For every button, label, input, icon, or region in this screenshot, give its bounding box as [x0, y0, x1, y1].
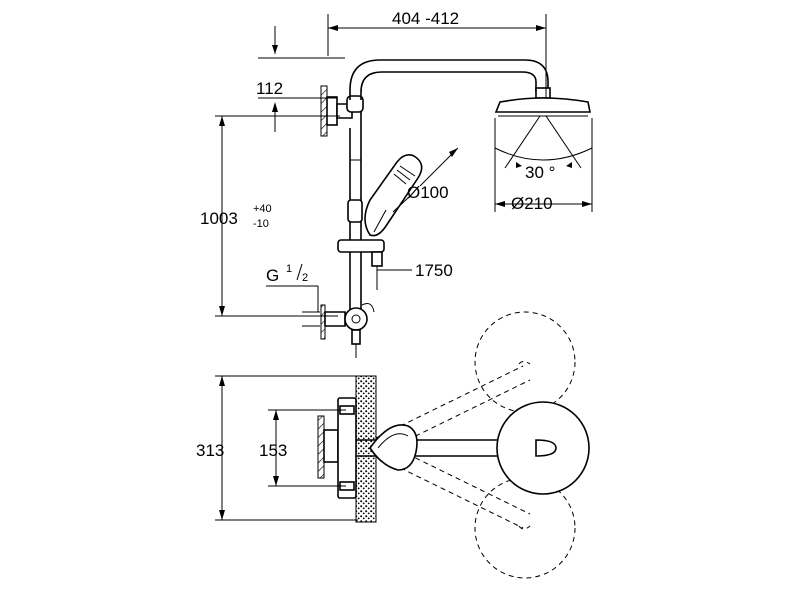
- height-label: 1003: [200, 209, 238, 228]
- riser-rail: [346, 95, 364, 316]
- thread-fraction-denominator: 2: [302, 272, 308, 284]
- overall-depth-label: 313: [196, 441, 224, 460]
- front-view: 404 -412 112 1003 +40 -10 G 1 2 1750 Ø10…: [200, 9, 593, 358]
- head-diameter-label: Ø210: [511, 194, 553, 213]
- shower-arm: [349, 59, 549, 100]
- hand-shower-top-detail: [377, 433, 409, 449]
- hand-shower-top: [369, 424, 418, 471]
- thermostatic-mixer: [317, 397, 357, 499]
- height-tolerance-plus: +40: [253, 203, 272, 215]
- dimension-lines-top: [215, 375, 358, 521]
- slider-holder: [337, 239, 385, 290]
- height-tolerance-minus: -10: [253, 218, 269, 230]
- thread-fraction-numerator: 1: [286, 263, 292, 275]
- diverter-connection: [320, 303, 375, 358]
- top-arm: [340, 401, 590, 495]
- arm-length-label: 404 -412: [392, 9, 459, 28]
- hose-length-label: 1750: [415, 261, 453, 280]
- thread-fraction-slash: [296, 263, 303, 281]
- head-angle-label: 30 °: [525, 163, 555, 182]
- dimension-lines-front: [215, 14, 593, 327]
- wall-offset-label: 112: [256, 79, 283, 98]
- wall-plate-upper: [320, 85, 338, 137]
- thread-label: G: [266, 266, 279, 285]
- overhead-shower-head: [494, 87, 593, 169]
- top-view: 313 153: [196, 311, 590, 579]
- hand-shower-diameter-label: Ø100: [407, 183, 449, 202]
- mixer-depth-label: 153: [259, 441, 287, 460]
- hand-shower: [364, 154, 423, 237]
